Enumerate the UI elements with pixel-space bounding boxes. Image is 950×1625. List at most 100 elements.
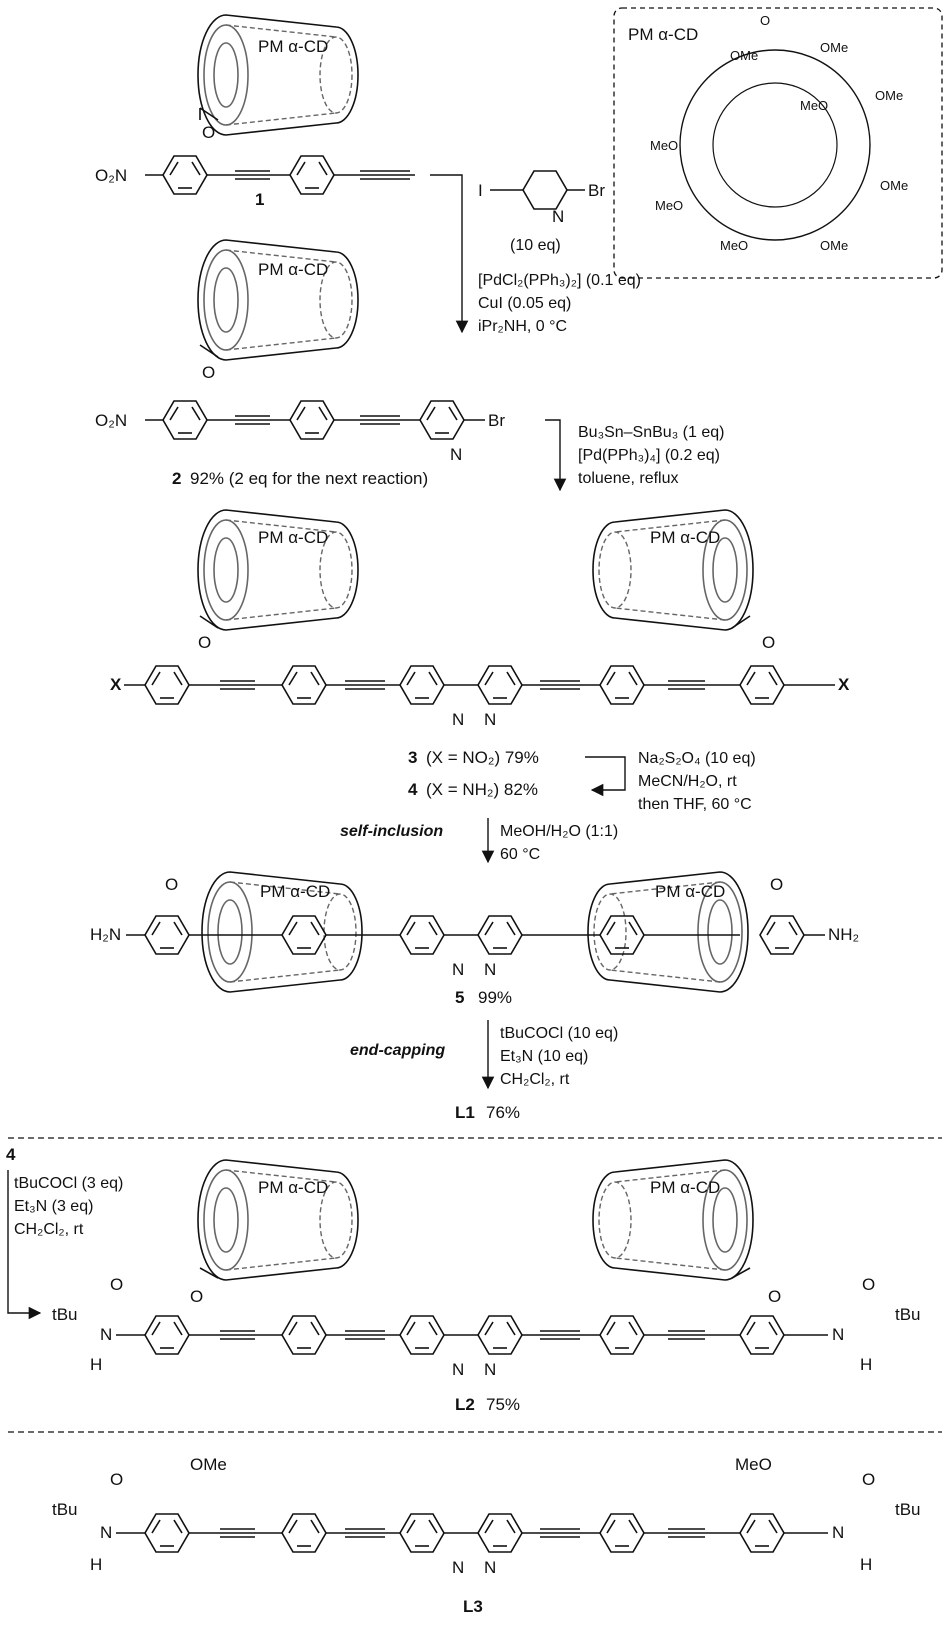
L1-yield: 76%: [486, 1103, 520, 1122]
compound-5: PM α-CD PM α-CD H₂N O N N O NH₂: [90, 871, 859, 993]
atom-n-2: N: [484, 960, 496, 979]
atom-o-right: O: [762, 633, 775, 652]
atom-x-right: X: [838, 675, 850, 694]
step3-line1: Na₂S₂O₄ (10 eq): [638, 750, 756, 767]
tbu-right: tBu: [895, 1500, 921, 1519]
compound-L2: PM α-CD PM α-CD O O tBu O N H N N: [52, 1159, 921, 1379]
L2-yield: 75%: [486, 1395, 520, 1414]
atom-n-amide-right: N: [832, 1523, 844, 1542]
step5-line2: Et₃N (10 eq): [500, 1048, 588, 1065]
step6-line1: tBuCOCl (3 eq): [14, 1175, 123, 1192]
atom-n: N: [552, 207, 564, 226]
step2-arrow: [545, 419, 567, 492]
cd-label-left: PM α-CD: [258, 528, 328, 547]
cd-label-left: PM α-CD: [260, 882, 330, 901]
cd-label: PM α-CD: [258, 37, 328, 56]
compound-4-number: 4: [408, 780, 418, 799]
inset-meo-1: MeO: [650, 138, 678, 153]
compound-5-yield: 99%: [478, 988, 512, 1007]
iodobromopyridine: I Br N: [478, 170, 605, 226]
step3-arrow: [585, 756, 626, 797]
step1-line3: iPr₂NH, 0 °C: [478, 318, 567, 335]
inset-ome-1: OMe: [730, 48, 758, 63]
step5-line1: tBuCOCl (10 eq): [500, 1025, 618, 1042]
step4-line1: MeOH/H₂O (1:1): [500, 823, 618, 840]
meo-right: MeO: [735, 1455, 772, 1474]
L1-label: L1: [455, 1103, 475, 1122]
cyclodextrin-cylinder: [197, 14, 359, 136]
atom-o-carbonyl-right: O: [862, 1275, 875, 1294]
step6-line2: Et₃N (3 eq): [14, 1198, 93, 1215]
step3-line3: then THF, 60 °C: [638, 796, 752, 813]
step6-line3: CH₂Cl₂, rt: [14, 1221, 84, 1238]
inset-pm-alpha-cd: PM α-CD OMe OMe OMe OMe OMe MeO MeO MeO …: [613, 7, 943, 279]
atom-n-1: N: [452, 1558, 464, 1577]
atom-h-left: H: [90, 1555, 102, 1574]
atom-nh2: NH₂: [828, 925, 859, 944]
inset-meo-3: MeO: [720, 238, 748, 253]
cd-label-left: PM α-CD: [258, 1178, 328, 1197]
atom-n-2: N: [484, 1558, 496, 1577]
step3-line2: MeCN/H₂O, rt: [638, 773, 737, 790]
atom-o-left: O: [198, 633, 211, 652]
cd-label-right: PM α-CD: [655, 882, 725, 901]
atom-o: O: [202, 363, 215, 382]
atom-o-carbonyl-left: O: [110, 1470, 123, 1489]
atom-n-2: N: [484, 710, 496, 729]
L3-label: L3: [463, 1597, 483, 1616]
atom-o: O: [202, 123, 215, 142]
atom-n-1: N: [452, 1360, 464, 1379]
L2-label: L2: [455, 1395, 475, 1414]
compound-2-label: 2: [172, 469, 181, 488]
step1-arrow: [430, 174, 469, 334]
atom-o-right: O: [768, 1287, 781, 1306]
tbu-left: tBu: [52, 1500, 78, 1519]
step6-arrow: [7, 1170, 42, 1320]
inset-ome-3: OMe: [875, 88, 903, 103]
tbu-right: tBu: [895, 1305, 921, 1324]
atom-x-left: X: [110, 675, 122, 694]
atom-n-1: N: [452, 710, 464, 729]
step1-line2: CuI (0.05 eq): [478, 295, 571, 312]
inset-ome-4: OMe: [880, 178, 908, 193]
atom-o-left: O: [190, 1287, 203, 1306]
atom-h-right: H: [860, 1555, 872, 1574]
no2-group: O₂N: [95, 411, 127, 430]
step4-tag: self-inclusion: [340, 823, 443, 840]
atom-o-left: O: [165, 875, 178, 894]
compound-3-number: 3: [408, 748, 417, 767]
step5-line3: CH₂Cl₂, rt: [500, 1071, 570, 1088]
tbu-left: tBu: [52, 1305, 78, 1324]
atom-o-carbonyl-right: O: [862, 1470, 875, 1489]
no2-group: O₂N: [95, 166, 127, 185]
atom-n-amide-right: N: [832, 1325, 844, 1344]
atom-n-2: N: [484, 1360, 496, 1379]
atom-n-amide-left: N: [100, 1325, 112, 1344]
step5-tag: end-capping: [350, 1042, 445, 1059]
atom-n: N: [450, 445, 462, 464]
atom-o-right: O: [770, 875, 783, 894]
cd-label: PM α-CD: [258, 260, 328, 279]
atom-i: I: [478, 181, 483, 200]
inset-ome-5: OMe: [820, 238, 848, 253]
inset-title: PM α-CD: [628, 25, 698, 44]
inset-meo-2: MeO: [655, 198, 683, 213]
ome-left: OMe: [190, 1455, 227, 1474]
compound-4-line: (X = NH₂) 82%: [426, 780, 538, 799]
cd-label-right: PM α-CD: [650, 1178, 720, 1197]
compound-3-line: (X = NO₂) 79%: [426, 748, 539, 767]
compound-3: PM α-CD PM α-CD O O X N N X: [110, 509, 850, 729]
atom-n-1: N: [452, 960, 464, 979]
step1-line1: [PdCl₂(PPh₃)₂] (0.1 eq): [478, 272, 641, 289]
atom-br: Br: [488, 411, 505, 430]
step4-line2: 60 °C: [500, 846, 540, 863]
atom-n-amide-left: N: [100, 1523, 112, 1542]
compound-5-label: 5: [455, 988, 464, 1007]
compound-1: PM α-CD O O₂N 1: [95, 14, 415, 209]
inset-ome-2: OMe: [820, 40, 848, 55]
compound-1-label: 1: [255, 190, 264, 209]
atom-h-right: H: [860, 1355, 872, 1374]
atom-o-carbonyl-left: O: [110, 1275, 123, 1294]
cyclodextrin-cylinder: [197, 239, 359, 361]
